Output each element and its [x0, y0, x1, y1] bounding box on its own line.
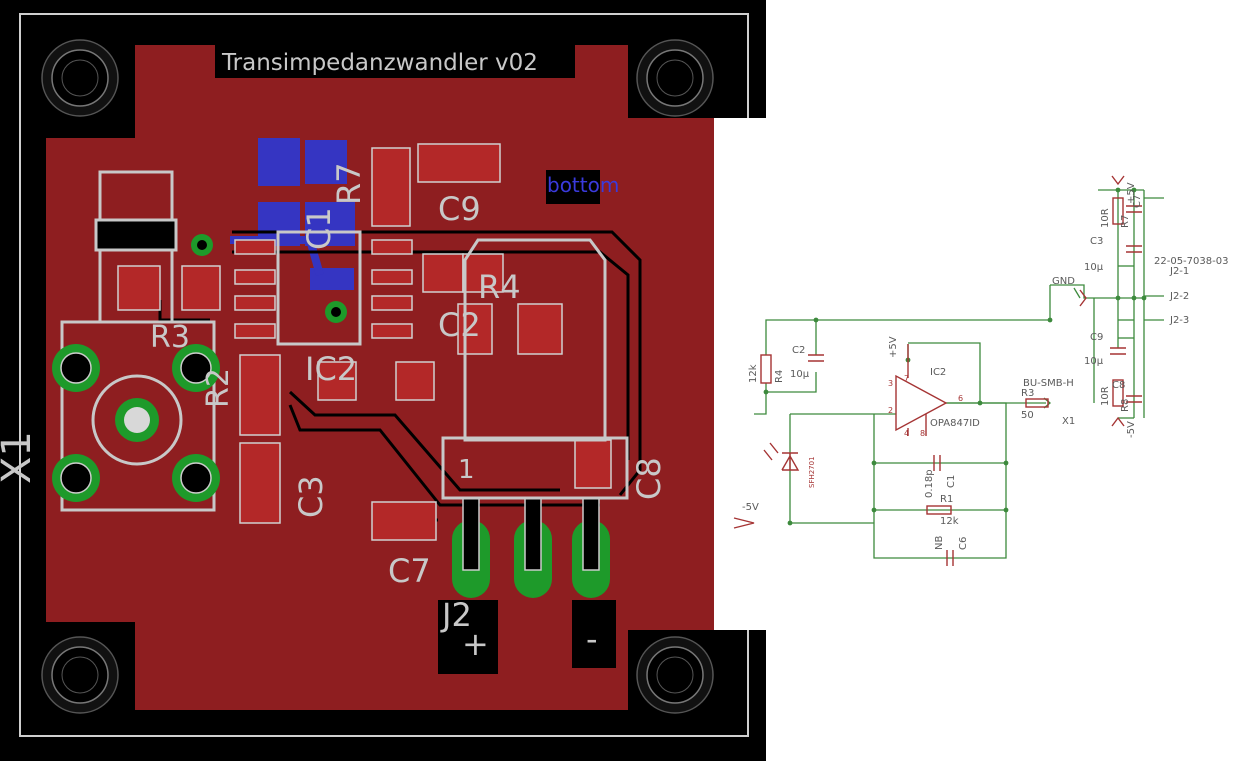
header-pin-1: 1: [458, 455, 475, 485]
sch-c6-name: C6: [958, 537, 969, 550]
sch-c9: C9: [1090, 332, 1103, 343]
sch-r1-name: R1: [940, 494, 953, 505]
sch-r4-name: R4: [774, 370, 785, 383]
sch-c1-value: 0.18p: [924, 469, 935, 498]
sch-r8-value: 10R: [1100, 386, 1111, 406]
sch-r3-name: R3: [1021, 388, 1034, 399]
mounting-hole-br: [636, 636, 714, 714]
sch-c3: C3: [1090, 236, 1103, 247]
schematic-text: IC2 OPA847ID 7 3 2 4 6 8 +5V -5V C2 10µ …: [742, 182, 1228, 550]
sch-part-no: 22-05-7038-03: [1154, 256, 1228, 267]
sch-c2-name: C2: [792, 345, 805, 356]
sch-r8: R8: [1120, 399, 1131, 412]
sch-r7: R7: [1120, 215, 1131, 228]
label-r3: R3: [150, 320, 190, 355]
sch-c2-value: 10µ: [790, 369, 810, 380]
mounting-hole-tl: [41, 39, 119, 117]
sch-r4-value: 12k: [748, 364, 759, 383]
sch-photodiode: SFH2701: [808, 456, 816, 488]
label-c2: C2: [438, 306, 481, 344]
smb-connector-outline: [60, 170, 216, 512]
smd-pads: [117, 143, 612, 541]
sch-pin-7: 7: [904, 374, 909, 383]
sch-ic-value: OPA847ID: [930, 418, 980, 429]
pcb-board-view: Transimpedanzwandler v02 bottom X1 R3 R2…: [0, 0, 766, 761]
label-ic2: IC2: [305, 350, 357, 388]
sch-j22: J2-2: [1169, 291, 1189, 302]
header-pin-minus: -: [586, 620, 598, 658]
schematic-view: IC2 OPA847ID 7 3 2 4 6 8 +5V -5V C2 10µ …: [714, 118, 1238, 630]
junction-dots: [763, 187, 1147, 526]
header-pin-plus: +: [462, 625, 489, 663]
board-title: Transimpedanzwandler v02: [221, 50, 538, 76]
component-outlines: [276, 230, 629, 674]
bottom-layer-label: bottom: [547, 173, 619, 197]
label-r4: R4: [478, 268, 521, 306]
sch-r7-value: 10R: [1100, 208, 1111, 228]
sch-c3-value: 10µ: [1084, 262, 1104, 273]
label-c8: C8: [630, 457, 668, 500]
label-x1: X1: [0, 431, 40, 484]
label-c3: C3: [292, 475, 330, 518]
silkscreen-text: Transimpedanzwandler v02 bottom X1 R3 R2…: [0, 50, 668, 663]
sch-minus5v: -5V: [742, 502, 759, 513]
sch-c1-name: C1: [946, 475, 957, 488]
sch-c8: C8: [1112, 380, 1125, 391]
label-c7: C7: [388, 552, 431, 590]
sch-pin-2: 2: [888, 406, 893, 415]
mounting-hole-tr: [636, 39, 714, 117]
sch-gnd: GND: [1052, 276, 1075, 287]
sch-r3-value: 50: [1021, 410, 1034, 421]
sch-pin-3: 3: [888, 379, 893, 388]
label-c9: C9: [438, 190, 481, 228]
label-c1: C1: [300, 207, 338, 250]
sch-c6-value: NB: [934, 536, 945, 550]
sch-right-plus5: +5V: [1126, 182, 1137, 204]
bottom-copper: [230, 138, 355, 290]
sch-plus5v: +5V: [888, 336, 899, 358]
sch-j23: J2-3: [1169, 315, 1189, 326]
sch-connector-name: BU-SMB-H: [1023, 378, 1074, 389]
sch-right-minus5: -5V: [1126, 421, 1137, 438]
sch-pin-4: 4: [904, 429, 909, 438]
label-r2: R2: [201, 368, 236, 408]
sch-connector-ref: X1: [1062, 416, 1075, 427]
sch-pin-8: 8: [920, 429, 925, 438]
sch-c7: C7: [1132, 195, 1143, 208]
label-r7: R7: [330, 162, 368, 205]
sch-pin-6: 6: [958, 394, 963, 403]
sch-r1-value: 12k: [940, 516, 959, 527]
sch-c9-value: 10µ: [1084, 356, 1104, 367]
schematic-parts: [733, 175, 1142, 566]
sch-ic-name: IC2: [930, 367, 946, 378]
mounting-hole-bl: [41, 636, 119, 714]
label-j2: J2: [440, 596, 472, 634]
sch-j21: J2-1: [1169, 266, 1189, 277]
tht-pads: [52, 234, 610, 598]
